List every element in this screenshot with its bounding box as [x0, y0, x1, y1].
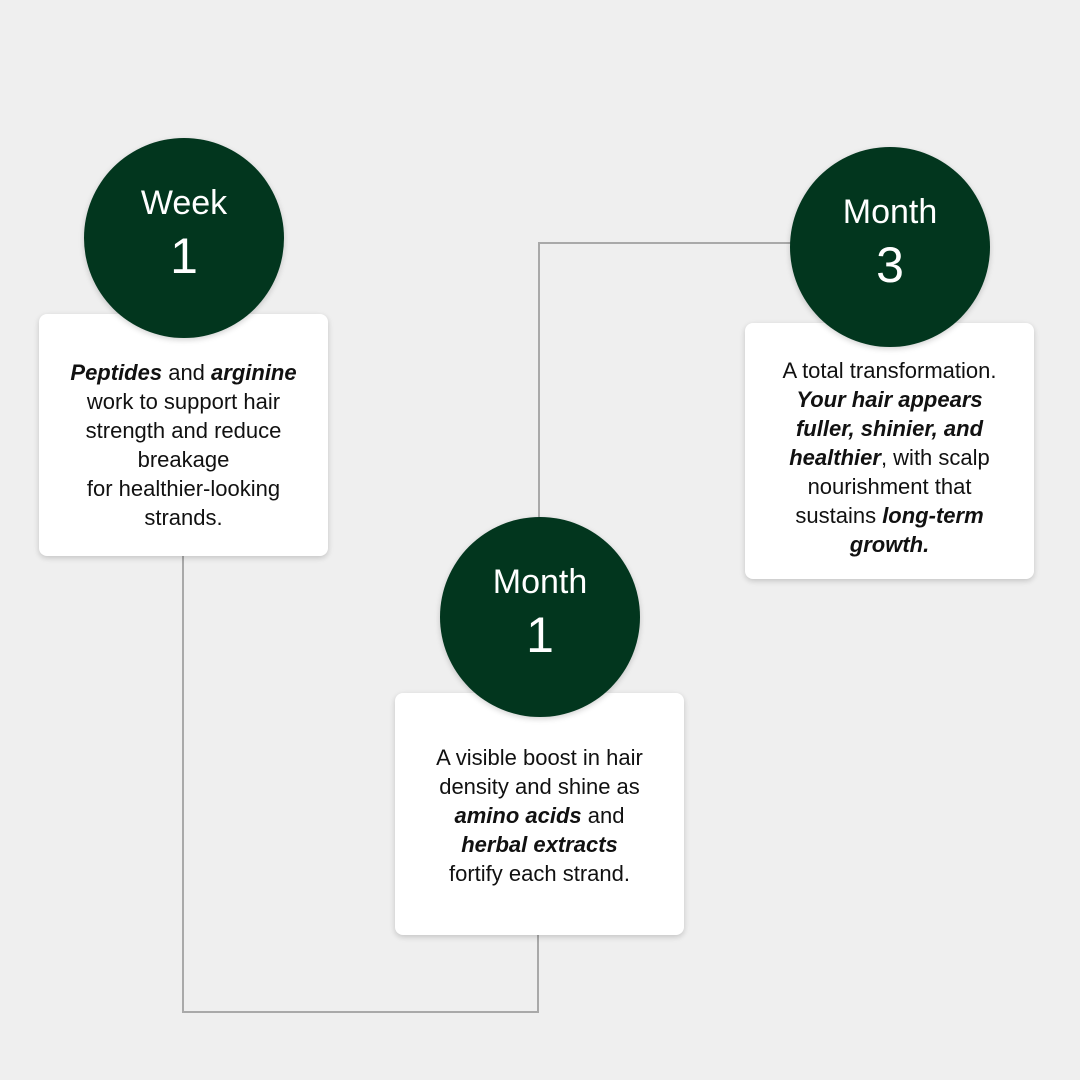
card-line: strands. [144, 505, 223, 530]
text-run: sustains [795, 503, 883, 528]
card-line: A visible boost in hair [436, 745, 643, 770]
emphasis-text: Your hair appears [796, 387, 983, 412]
text-run: , with scalp [880, 445, 990, 470]
month-1-card: A visible boost in hair density and shin… [395, 693, 684, 935]
badge-number: 3 [876, 237, 904, 293]
card-line: density and shine as [439, 774, 640, 799]
emphasis-text: Peptides [70, 360, 163, 385]
emphasis-text: healthier [789, 445, 881, 470]
card-line: herbal extracts [395, 830, 684, 859]
card-line: Your hair appears [745, 385, 1034, 414]
text-run: and [581, 803, 625, 828]
card-line: work to support hair [86, 389, 281, 414]
card-line: sustains long-term [745, 501, 1034, 530]
card-line: Peptides and arginine [39, 358, 328, 387]
month-3-card: A total transformation. Your hair appear… [745, 323, 1034, 579]
card-line: growth. [745, 530, 1034, 559]
card-line: fuller, shinier, and [745, 414, 1034, 443]
emphasis-text: herbal extracts [461, 832, 618, 857]
card-line: healthier, with scalp [745, 443, 1034, 472]
month-3-badge: Month 3 [790, 147, 990, 347]
card-line: A total transformation. [782, 358, 997, 383]
emphasis-text: growth. [849, 532, 930, 557]
card-line: amino acids and [395, 801, 684, 830]
week-1-card: Peptides and arginine work to support ha… [39, 314, 328, 556]
emphasis-text: long-term [882, 503, 984, 528]
emphasis-text: amino acids [454, 803, 582, 828]
badge-number: 1 [526, 607, 554, 663]
badge-unit-label: Month [492, 563, 588, 601]
emphasis-text: arginine [211, 360, 297, 385]
badge-unit-label: Month [842, 193, 938, 231]
week-1-badge: Week 1 [84, 138, 284, 338]
card-line: strength and reduce [85, 418, 282, 443]
card-line: fortify each strand. [449, 861, 630, 886]
month-1-badge: Month 1 [440, 517, 640, 717]
badge-number: 1 [170, 228, 198, 284]
text-run: and [162, 360, 212, 385]
card-line: breakage [137, 447, 230, 472]
emphasis-text: fuller, shinier, and [795, 416, 984, 441]
card-line: for healthier-looking [86, 476, 281, 501]
card-line: nourishment that [807, 474, 972, 499]
badge-unit-label: Week [140, 184, 228, 222]
